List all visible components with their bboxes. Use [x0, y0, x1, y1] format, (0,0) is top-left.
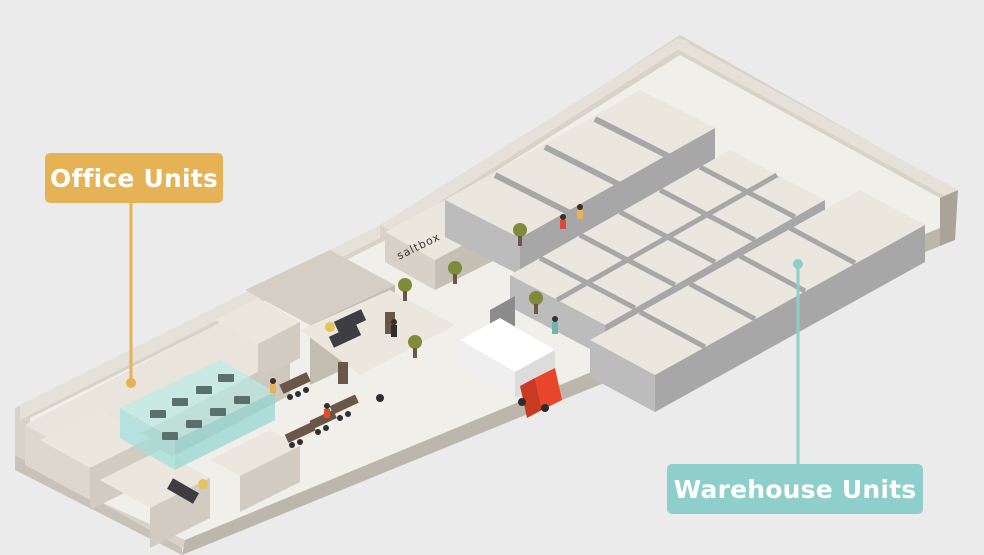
office-leader-line [126, 203, 136, 388]
truck-icon [460, 318, 562, 418]
warehouse-row-top [445, 90, 715, 275]
office-units-label: Office Units [45, 153, 223, 203]
plant-icon [398, 223, 543, 358]
door-icon [385, 312, 395, 334]
warehouse-row-bottom [590, 190, 925, 412]
lounge-area [167, 250, 455, 504]
person-icon [270, 204, 583, 418]
warehouse-leader-line [793, 259, 803, 464]
glass-office [120, 360, 275, 470]
warehouse-units-label: Warehouse Units [667, 464, 923, 514]
